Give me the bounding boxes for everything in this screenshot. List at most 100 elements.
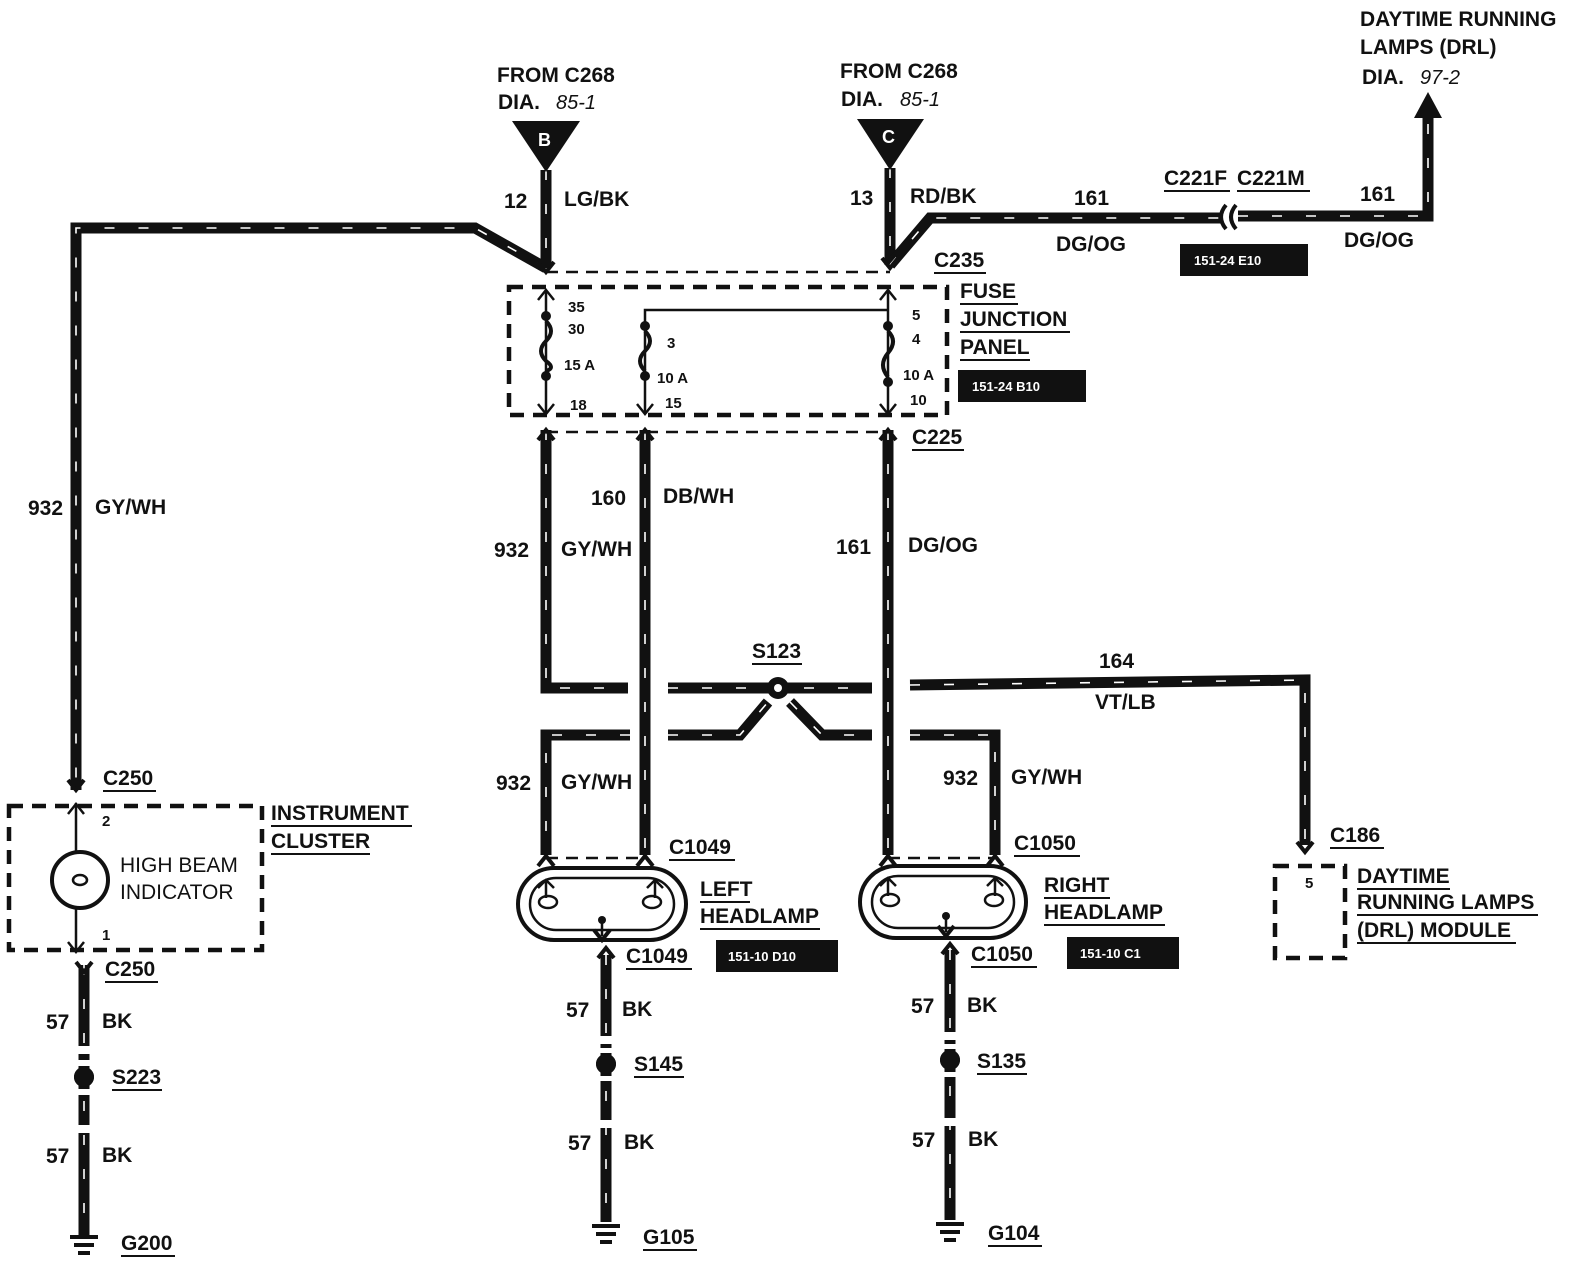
from-c-title: FROM C268 [840,60,958,83]
wire-57-a-color: BK [102,1010,132,1033]
ground-wire-breaks [76,1032,958,1133]
drl-module-pin-5: 5 [1305,875,1313,892]
wire-932-lh [540,729,630,855]
fuse-10a-right-icon [881,329,895,379]
wire-932-rh [910,729,1001,855]
wire-161-top-a-num: 161 [1074,187,1109,210]
pin-3: 3 [667,335,675,352]
left-headlamp: LEFT HEADLAMP [516,852,820,944]
wire-57-e-color: BK [967,994,997,1017]
fuse-panel-title-1: FUSE [960,280,1016,303]
wire-57-b-color: BK [102,1144,132,1167]
wire-161-top-b [1238,118,1434,222]
wire-932-mid-num: 932 [494,539,529,562]
ground-g200-icon [70,1235,98,1255]
fuse-15a-icon [539,319,553,373]
connector-c1049-top: C1049 [669,836,731,859]
pin-18: 18 [570,397,587,414]
connector-b-triangle-icon [512,121,580,172]
wire-161-mid-color: DG/OG [908,534,978,557]
drl-dia-ref: 97-2 [1420,67,1460,89]
drl-module-title-1: DAYTIME [1357,865,1450,888]
ref-e10: 151-24 E10 [1194,253,1261,268]
fuse-panel-title-2: JUNCTION [960,308,1067,331]
high-beam-label-2: INDICATOR [120,881,234,904]
cluster-pin-1: 1 [102,927,110,944]
wire-labels: 12 LG/BK 13 RD/BK 161 DG/OG 161 DG/OG 93… [28,183,1414,1168]
pin-30: 30 [568,321,585,338]
ground-g104-icon [936,1222,964,1242]
pin-35: 35 [568,299,585,316]
left-headlamp-title-2: HEADLAMP [700,905,819,928]
from-b-title: FROM C268 [497,64,615,87]
cluster-pin-2: 2 [102,813,110,830]
splice-s123-label: S123 [752,640,801,663]
wire-s123-rh [786,698,872,741]
drl-module: 5 DAYTIME RUNNING LAMPS (DRL) MODULE [1272,840,1538,961]
connector-c235: C235 [934,249,985,272]
from-b-dia-ref: 85-1 [556,92,596,114]
connector-c221m: C221M [1237,167,1305,190]
wire-160-color: DB/WH [663,485,734,508]
drl-arrow-icon [1414,92,1442,118]
fuse-10a-left-icon [638,329,652,373]
from-c268-b: B FROM C268 DIA. 85-1 [497,64,615,172]
ground-g200-label: G200 [121,1232,172,1255]
wire-932-rh-color: GY/WH [1011,766,1082,789]
fuse-rating-10a-right: 10 A [903,367,934,384]
connector-b-letter: B [538,130,551,150]
drl-module-title-2: RUNNING LAMPS [1357,891,1534,914]
fuse-panel-title-3: PANEL [960,336,1030,359]
ground-g105-label: G105 [643,1226,695,1249]
wire-932-left-color: GY/WH [95,496,166,519]
splice-ground-labels: S223 S145 S135 G200 G105 G104 [112,1050,1042,1257]
drl-title-line1: DAYTIME RUNNING [1360,8,1556,31]
wire-s123-lh [668,698,773,741]
wire-57-d-num: 57 [568,1132,591,1155]
wire-932-rh-num: 932 [943,767,978,790]
wire-932-lh-num: 932 [496,772,531,795]
connector-c1050-bot: C1050 [971,943,1033,966]
cluster-title-2: CLUSTER [271,830,370,853]
ref-b10: 151-24 B10 [972,379,1040,394]
wire-932-lh-color: GY/WH [561,771,632,794]
ground-g104-label: G104 [988,1222,1040,1245]
drl-module-title-3: (DRL) MODULE [1357,919,1511,942]
instrument-cluster: 2 1 HIGH BEAM INDICATOR INSTRUMENT CLUST… [6,778,412,976]
left-headlamp-title-1: LEFT [700,878,753,901]
connector-c186: C186 [1330,824,1380,847]
wire-161-top-b-num: 161 [1360,183,1395,206]
cluster-title-1: INSTRUMENT [271,802,409,825]
ref-c1: 151-10 C1 [1080,946,1141,961]
splice-s223-label: S223 [112,1066,161,1089]
ref-boxes: 151-24 E10 151-24 B10 151-10 D10 151-10 … [716,244,1308,972]
pin-10: 10 [910,392,927,409]
drl-title-line2: LAMPS (DRL) [1360,36,1496,59]
ref-d10: 151-10 D10 [728,949,796,964]
connector-c225: C225 [912,426,963,449]
pin-4: 4 [912,331,921,348]
right-headlamp-icon [858,864,1028,940]
connector-c-letter: C [882,127,895,147]
drl-dia: DIA. [1362,66,1404,89]
fuse-rating-10a-left: 10 A [657,370,688,387]
wire-57-a-num: 57 [46,1011,69,1034]
wire-932-left-num: 932 [28,497,63,520]
wire-12-num: 12 [504,190,527,213]
wire-57-f-num: 57 [912,1129,935,1152]
fuse-rating-15a: 15 A [564,357,595,374]
wire-57-f-color: BK [968,1128,998,1151]
connector-c250-bot: C250 [105,958,155,981]
connector-c250-top: C250 [103,767,153,790]
fuse-junction-panel: 35 30 15 A 18 3 10 A 15 5 4 10 A 10 FUSE… [506,256,1070,442]
wire-161-top-a [885,212,1222,269]
connector-c1050-top: C1050 [1014,832,1076,855]
splice-s145-label: S145 [634,1053,683,1076]
connector-labels: C221F C221M C235 C225 C250 C250 C1049 C1… [103,167,1384,983]
wire-161-top-b-color: DG/OG [1344,229,1414,252]
high-beam-indicator-icon [50,850,110,910]
from-c-dia: DIA. [841,88,883,111]
wire-164-num: 164 [1099,650,1134,673]
from-b-dia: DIA. [498,91,540,114]
